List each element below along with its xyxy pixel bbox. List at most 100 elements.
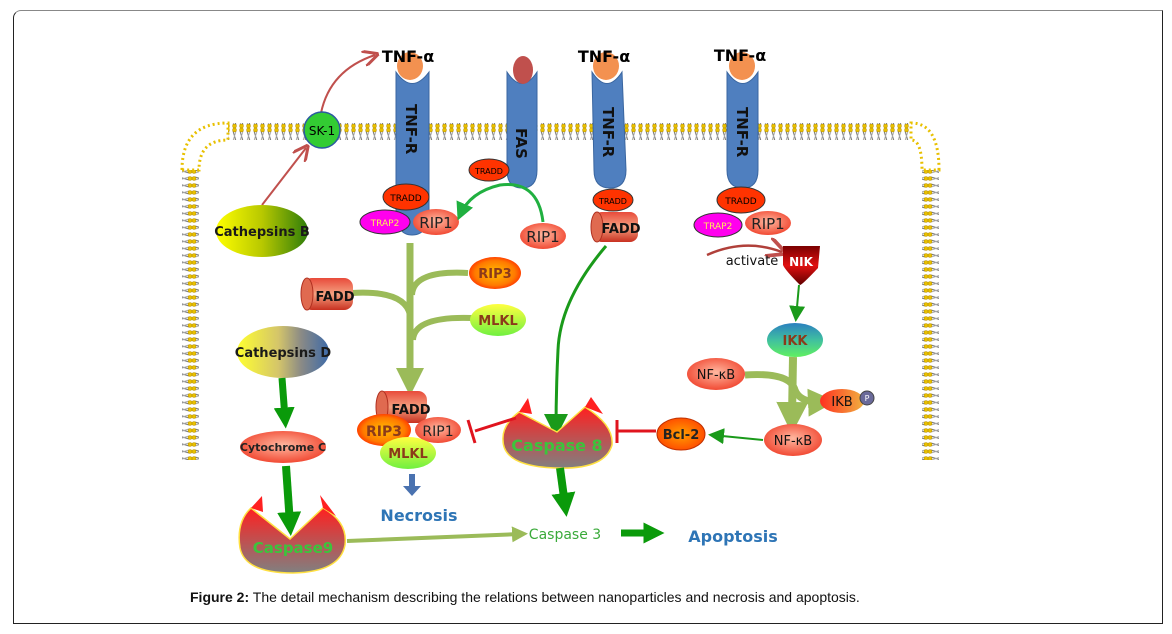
rip1-node-3 bbox=[745, 211, 791, 235]
tnfr-label-3: TNF-R bbox=[733, 107, 751, 158]
arrow-activate-nik bbox=[706, 246, 782, 255]
rip1-complex-label: RIP1 bbox=[422, 424, 453, 440]
activate-label: activate bbox=[726, 254, 779, 269]
rip3-branch-node bbox=[469, 257, 521, 289]
cathepsins-b-label: Cathepsins B bbox=[214, 225, 310, 240]
mlkl-complex-node bbox=[380, 437, 436, 469]
branch-fadd bbox=[351, 289, 413, 316]
tnf-alpha-label-2: TNF-α bbox=[578, 47, 630, 66]
necrosis-label: Necrosis bbox=[380, 506, 457, 525]
cathepsins-b-node bbox=[216, 205, 308, 257]
tradd-label-3: TRADD bbox=[724, 197, 756, 207]
nik-label: NIK bbox=[789, 255, 814, 269]
branch-mlkl bbox=[410, 314, 473, 341]
figure-caption: Figure 2: The detail mechanism describin… bbox=[190, 589, 860, 605]
rip1-label-3: RIP1 bbox=[751, 215, 784, 233]
trap2-node-3 bbox=[693, 212, 743, 238]
tradd-node-2 bbox=[592, 188, 634, 212]
arrow-rip1-recruit bbox=[456, 182, 545, 223]
nfkb-node-2 bbox=[764, 424, 822, 456]
caspase8-node bbox=[502, 397, 613, 469]
fadd-branch-node bbox=[300, 277, 353, 311]
tradd-node-1 bbox=[382, 183, 430, 211]
fadd-branch-label: FADD bbox=[315, 290, 354, 305]
mlkl-complex-label: MLKL bbox=[388, 447, 428, 462]
cell-membrane bbox=[180, 121, 941, 460]
phospho-node bbox=[859, 390, 875, 406]
arrow-cathepsinsb-to-sk1 bbox=[261, 148, 306, 206]
tnfr-label-1: TNF-R bbox=[402, 104, 420, 155]
rip1-label-1: RIP1 bbox=[419, 214, 452, 232]
caspase3-label: Caspase 3 bbox=[529, 527, 601, 543]
figure-caption-label: Figure 2: bbox=[190, 589, 250, 605]
tradd-label-1: TRADD bbox=[389, 194, 421, 204]
bcl2-node bbox=[656, 417, 706, 451]
ikk-label: IKK bbox=[783, 334, 809, 349]
rip1-node-fas bbox=[520, 223, 566, 249]
arrow-caspase8-to-caspase3 bbox=[551, 467, 576, 517]
cathepsins-d-node bbox=[237, 326, 329, 378]
apoptosis-label: Apoptosis bbox=[688, 527, 777, 546]
receptor-tnfr-3 bbox=[726, 52, 759, 189]
tnf-alpha-label-1: TNF-α bbox=[382, 47, 434, 66]
trap2-label-3: TRAP2 bbox=[703, 222, 733, 232]
ikb-label: IKB bbox=[831, 395, 852, 410]
tradd-node-3 bbox=[716, 186, 766, 214]
fadd-label-2: FADD bbox=[601, 222, 640, 237]
tnf-alpha-ligand-3 bbox=[729, 52, 755, 80]
fadd-complex-label: FADD bbox=[391, 403, 430, 418]
tnf-alpha-ligand-1 bbox=[397, 52, 423, 80]
cytochrome-c-label: Cytochrome C bbox=[240, 441, 326, 454]
phospho-label: P bbox=[865, 394, 870, 403]
nik-node bbox=[783, 246, 820, 285]
tnf-alpha-ligand-2 bbox=[593, 52, 619, 80]
figure-frame bbox=[13, 10, 1163, 624]
receptor-tnfr-2 bbox=[591, 52, 627, 189]
arrow-nfkb-to-bcl2 bbox=[708, 428, 764, 445]
fadd-node-2 bbox=[590, 211, 638, 243]
nfkb-node-1 bbox=[687, 358, 745, 390]
caspase8-label: Caspase 8 bbox=[511, 436, 602, 455]
trap2-node-1 bbox=[359, 209, 411, 235]
rip1-node-1 bbox=[413, 209, 459, 235]
rip1-complex-node bbox=[415, 417, 461, 443]
arrow-nik-to-ikk bbox=[789, 284, 806, 322]
bcl2-label: Bcl-2 bbox=[663, 428, 700, 443]
tradd-label-fas: TRADD bbox=[474, 167, 503, 176]
nfkb-label-1: NF-κB bbox=[697, 368, 735, 383]
sk1-node bbox=[303, 111, 341, 149]
fas-ligand bbox=[513, 56, 533, 84]
arrow-cathepsinsd-to-cytc bbox=[273, 377, 295, 429]
rip3-complex-label: RIP3 bbox=[366, 424, 402, 440]
tnf-alpha-label-3: TNF-α bbox=[714, 46, 766, 65]
rip3-branch-label: RIP3 bbox=[478, 267, 511, 282]
figure-caption-text: The detail mechanism describing the rela… bbox=[249, 589, 860, 605]
rip1-label-fas: RIP1 bbox=[526, 228, 559, 246]
mlkl-branch-node bbox=[470, 304, 526, 336]
rip3-complex-node bbox=[357, 414, 411, 446]
cathepsins-d-label: Cathepsins D bbox=[235, 346, 332, 361]
mlkl-branch-label: MLKL bbox=[478, 314, 518, 329]
tnfr-label-2: TNF-R bbox=[599, 107, 617, 158]
arrow-to-necrosis bbox=[403, 474, 421, 496]
cytochrome-c-node bbox=[240, 431, 326, 463]
arrow-cytc-to-caspase9 bbox=[277, 465, 302, 536]
trap2-label-1: TRAP2 bbox=[370, 219, 400, 229]
tradd-label-2: TRADD bbox=[598, 197, 627, 206]
fas-label: FAS bbox=[512, 128, 530, 159]
ikb-node bbox=[820, 389, 864, 413]
arrow-nfkb-release-ikb bbox=[744, 371, 836, 417]
caspase9-label: Caspase9 bbox=[253, 539, 333, 557]
arrow-sk1-to-tnf bbox=[320, 55, 375, 114]
arrow-fadd-to-caspase8 bbox=[544, 245, 608, 438]
ikk-node bbox=[767, 323, 823, 357]
inhibit-caspase8-rip1 bbox=[474, 416, 517, 433]
arrow-caspase9-to-caspase3 bbox=[346, 526, 528, 543]
tradd-node-fas bbox=[468, 158, 510, 182]
branch-rip3 bbox=[409, 269, 469, 296]
receptor-fas bbox=[506, 56, 538, 189]
nfkb-label-2: NF-κB bbox=[774, 434, 812, 449]
caspase9-node bbox=[238, 495, 347, 574]
inhibit-bar-rip1 bbox=[466, 419, 477, 444]
